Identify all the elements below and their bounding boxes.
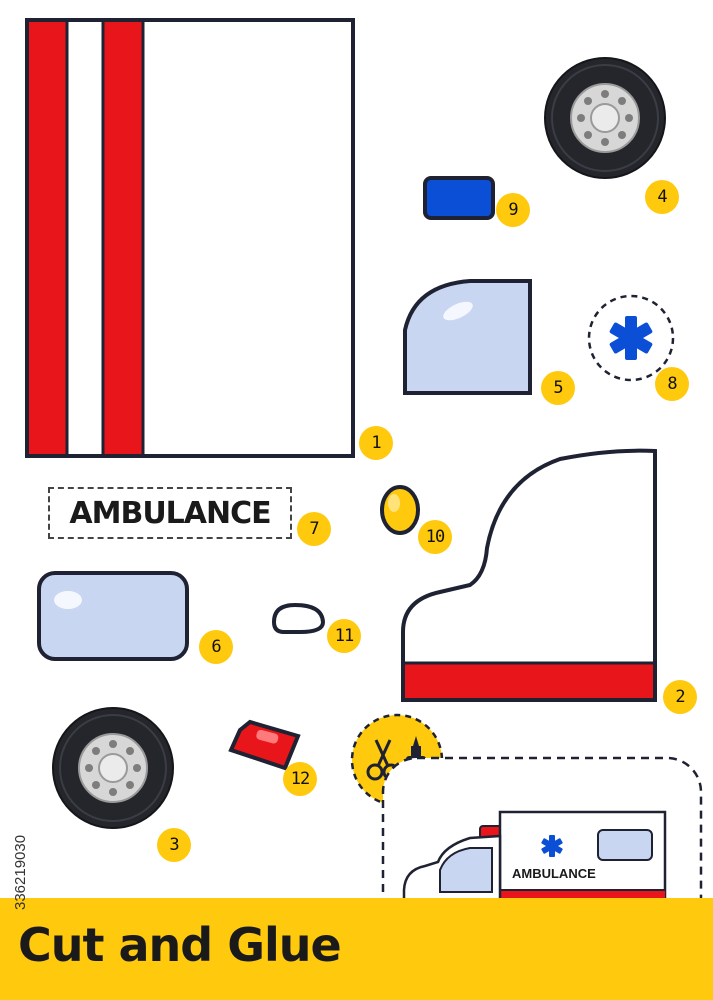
- piece-number-8: 8: [655, 367, 689, 401]
- ambulance-label-text: AMBULANCE: [69, 495, 271, 531]
- headlight-piece[interactable]: [380, 485, 420, 535]
- piece-number-7: 7: [297, 512, 331, 546]
- blue-light-piece[interactable]: [423, 176, 495, 220]
- piece-number-1: 1: [359, 426, 393, 460]
- page-title: Cut and Glue: [18, 918, 342, 972]
- ambulance-label-piece[interactable]: AMBULANCE: [48, 487, 292, 539]
- piece-number-4: 4: [645, 180, 679, 214]
- piece-number-9: 9: [496, 193, 530, 227]
- wheel-piece[interactable]: [52, 707, 174, 829]
- piece-number-5: 5: [541, 371, 575, 405]
- door-handle-piece[interactable]: [271, 602, 326, 634]
- front-window-piece[interactable]: [403, 279, 532, 395]
- piece-number-6: 6: [199, 630, 233, 664]
- finished-ambulance-label: AMBULANCE: [512, 866, 596, 881]
- wheel-piece[interactable]: [544, 57, 666, 179]
- piece-number-2: 2: [663, 680, 697, 714]
- piece-number-10: 10: [418, 520, 452, 554]
- red-stripe: [29, 22, 67, 454]
- title-banner: [0, 898, 713, 1000]
- star-of-life-piece[interactable]: [587, 294, 675, 382]
- piece-number-3: 3: [157, 828, 191, 862]
- side-window-piece[interactable]: [37, 571, 189, 661]
- red-stripe: [103, 22, 143, 454]
- red-light-piece[interactable]: [228, 719, 301, 771]
- watermark-id: 336219030: [12, 834, 29, 910]
- body-panel-piece[interactable]: [25, 18, 355, 458]
- piece-number-12: 12: [283, 762, 317, 796]
- piece-number-11: 11: [327, 619, 361, 653]
- cab-body-piece[interactable]: [401, 448, 657, 702]
